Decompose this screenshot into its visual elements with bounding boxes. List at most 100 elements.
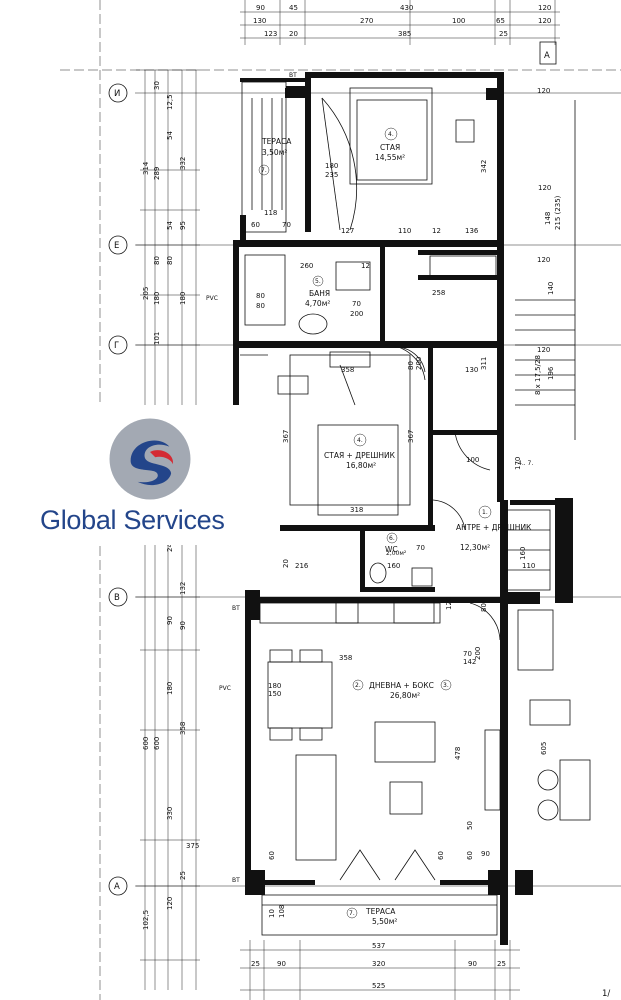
interior-dimensions: 342 120 148 215 (235) 127 110 12 136 258…	[186, 87, 562, 918]
axis-markers: И Е Г В А A 1/	[108, 41, 610, 999]
top-dimension-lines	[240, 0, 560, 45]
dim-misc-12: 200	[350, 310, 363, 318]
dim-left-inner2-5: 132	[179, 582, 187, 595]
dim-misc-26: 160	[387, 562, 400, 570]
dim-top1-2: 430	[400, 4, 413, 12]
dim-left-outer-0: 314	[142, 161, 150, 175]
dim-top3-0: 123	[264, 30, 277, 38]
dim-bottom2-1: 90	[277, 960, 286, 968]
dim-misc-24: 170	[514, 457, 522, 470]
dim-top2-4: 120	[538, 17, 551, 25]
pvc-label-bath: PVC	[206, 295, 218, 302]
dim-misc-36: 358	[339, 654, 352, 662]
room-labels: ТЕРАСА 3,50м² 7. 4. СТАЯ 14,55м² 5. БАНЯ…	[206, 72, 533, 926]
vt-label-bottom: ВТ	[232, 877, 240, 884]
dim-misc-29: 110	[522, 562, 535, 570]
dim-left-inner-4: 358	[179, 722, 187, 735]
dim-misc-41: 60	[466, 851, 474, 860]
dim-misc-54: 8 x 17,5/28	[534, 355, 542, 395]
dim-misc-28: 70	[416, 544, 425, 552]
dim-misc-3: 215 (235)	[554, 195, 562, 230]
dim-misc-53: 235	[325, 171, 338, 179]
dim-top2-1: 270	[360, 17, 373, 25]
dim-misc-18: 311	[480, 357, 488, 370]
dim-bottom3-0: 525	[372, 982, 385, 990]
axis-label-i: И	[114, 89, 120, 99]
dim-bottom1-0: 537	[372, 942, 385, 950]
dim-misc-40: 605	[540, 742, 548, 755]
room-num-bedroom2: 4.	[357, 437, 363, 444]
room-name-bedroom2: СТАЯ + ДРЕШНИК	[324, 451, 396, 460]
room-area-bath: 4,70м²	[305, 299, 330, 308]
dim-left-inner2-3: 95	[179, 221, 187, 230]
dim-misc-25: 216	[295, 562, 309, 570]
dim-left-outer-1: 205	[142, 287, 150, 300]
logo: Global Services	[30, 405, 262, 545]
interior-lines	[240, 81, 591, 936]
dim-misc-30: 160	[519, 547, 527, 560]
room-area-bedroom2: 16,80м²	[346, 461, 376, 470]
dim-bottom2-3: 90	[468, 960, 477, 968]
dim-top2-2: 100	[452, 17, 465, 25]
axis-label-grid-a: A	[544, 51, 550, 61]
dim-misc-27: 20	[282, 559, 290, 568]
bottom-dimension-texts: 537 25 90 320 90 25 525	[251, 942, 506, 990]
room-name-wc: WC	[385, 545, 398, 554]
dim-misc-32: 80	[480, 603, 488, 612]
dim-misc-56: 140	[547, 282, 555, 295]
dim-top1-1: 45	[289, 4, 298, 12]
dim-misc-5: 110	[398, 227, 411, 235]
dim-left-mid-4: 101	[153, 332, 161, 345]
dim-misc-57: 120	[537, 256, 550, 264]
page-indicator: 1/	[602, 989, 610, 999]
dim-misc-11: 70	[352, 300, 361, 308]
dim-left-inner-3: 80	[166, 256, 174, 265]
room-name-bath: БАНЯ	[309, 289, 330, 298]
dim-misc-58: 120	[537, 346, 550, 354]
top-dimension-texts: 90 45 430 120 130 270 100 65 120 123 20 …	[253, 4, 551, 38]
axis-label-g: Г	[114, 341, 119, 351]
dim-misc-33: 70	[463, 650, 472, 658]
room-name-terrace-bottom: ТЕРАСА	[365, 907, 396, 916]
dim-left-mid-1: 289	[153, 167, 161, 180]
dim-misc-45: 375	[186, 842, 199, 850]
dim-top3-1: 20	[289, 30, 298, 38]
room-num-terrace-top: 7.	[261, 167, 267, 174]
dim-bottom2-2: 320	[372, 960, 385, 968]
dim-misc-52: 180	[325, 162, 338, 170]
dim-misc-15: 80	[407, 361, 415, 370]
dim-left-mid-3: 180	[153, 292, 161, 305]
axis-label-e: Е	[114, 241, 119, 251]
dim-misc-43: 50	[466, 821, 474, 830]
dim-top1-0: 90	[256, 4, 265, 12]
room-num2-living: 3.	[443, 682, 449, 689]
dim-misc-9: 260	[300, 262, 313, 270]
room-num-bath: 5.	[315, 278, 321, 285]
dim-misc-34: 142	[463, 658, 476, 666]
dim-misc-14: 80	[256, 302, 265, 310]
room-name-terrace-top: ТЕРАСА	[261, 137, 292, 146]
dim-left-inner2-6: 180	[166, 682, 174, 695]
dim-left-inner-2: 90	[166, 616, 174, 625]
dim-misc-8: 258	[432, 289, 445, 297]
stair-label: 4.. 7.	[518, 460, 533, 467]
dim-misc-1: 120	[538, 184, 551, 192]
brand-name: Global Services	[40, 505, 225, 535]
dim-misc-0: 342	[480, 160, 488, 173]
dim-misc-7: 136	[465, 227, 479, 235]
room-area-terrace-top: 3,50м²	[262, 148, 287, 157]
room-area-hall: 12,30м²	[460, 543, 490, 552]
room-name-bedroom1: СТАЯ	[380, 143, 400, 152]
dim-left-inner2-7: 90	[179, 621, 187, 630]
dim-top2-0: 130	[253, 17, 266, 25]
dim-left-inner2-0: 12,5	[166, 94, 174, 110]
room-num-bedroom1: 4.	[388, 131, 394, 138]
dim-misc-21: 367	[407, 430, 415, 443]
dim-misc-31: 120	[445, 597, 453, 610]
dim-misc-23: 100	[466, 456, 479, 464]
dim-top3-3: 25	[499, 30, 508, 38]
walls	[233, 72, 573, 945]
dim-misc-22: 318	[350, 506, 363, 514]
dim-left-outer-3: 102,5	[142, 910, 150, 930]
